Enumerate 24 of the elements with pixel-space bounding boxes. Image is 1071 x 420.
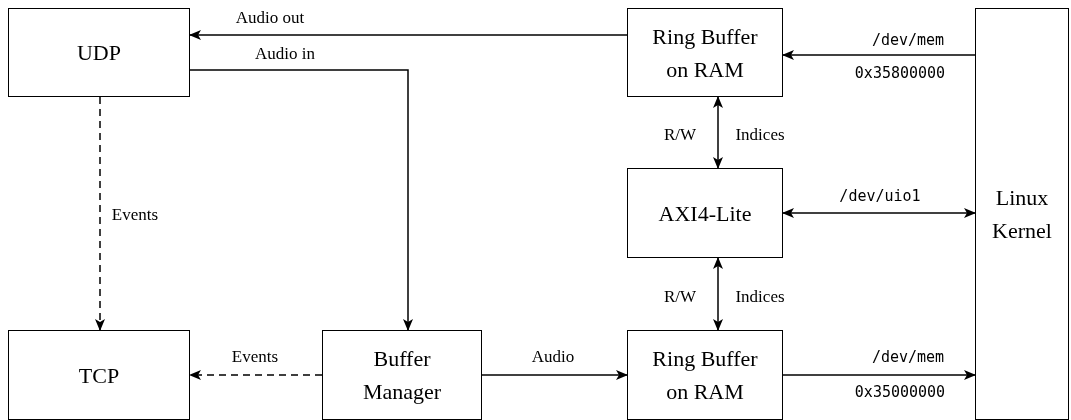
box-label: Ring Buffer on RAM bbox=[651, 345, 759, 406]
process-box bbox=[627, 8, 783, 97]
process-box bbox=[627, 330, 783, 420]
arrow bbox=[782, 208, 976, 218]
process-box bbox=[8, 8, 190, 97]
arrow bbox=[782, 50, 976, 60]
arrow bbox=[713, 257, 723, 331]
dashed-arrow bbox=[189, 370, 323, 380]
process-box bbox=[975, 8, 1069, 420]
box-label: UDP bbox=[77, 39, 121, 67]
arrow bbox=[189, 30, 628, 40]
process-box bbox=[322, 330, 482, 420]
process-box bbox=[8, 330, 190, 420]
process-box bbox=[627, 168, 783, 258]
box-label: TCP bbox=[78, 361, 120, 390]
arrow bbox=[782, 370, 976, 380]
arrow bbox=[713, 96, 723, 169]
box-label: Ring Buffer on RAM bbox=[651, 22, 759, 84]
box-label: AXI4-Lite bbox=[658, 199, 752, 228]
box-label: Buffer Manager bbox=[361, 345, 443, 406]
arrow bbox=[189, 69, 413, 331]
arrow bbox=[481, 370, 628, 380]
box-label: Linux Kernel bbox=[991, 184, 1053, 245]
dashed-arrow bbox=[95, 96, 105, 331]
